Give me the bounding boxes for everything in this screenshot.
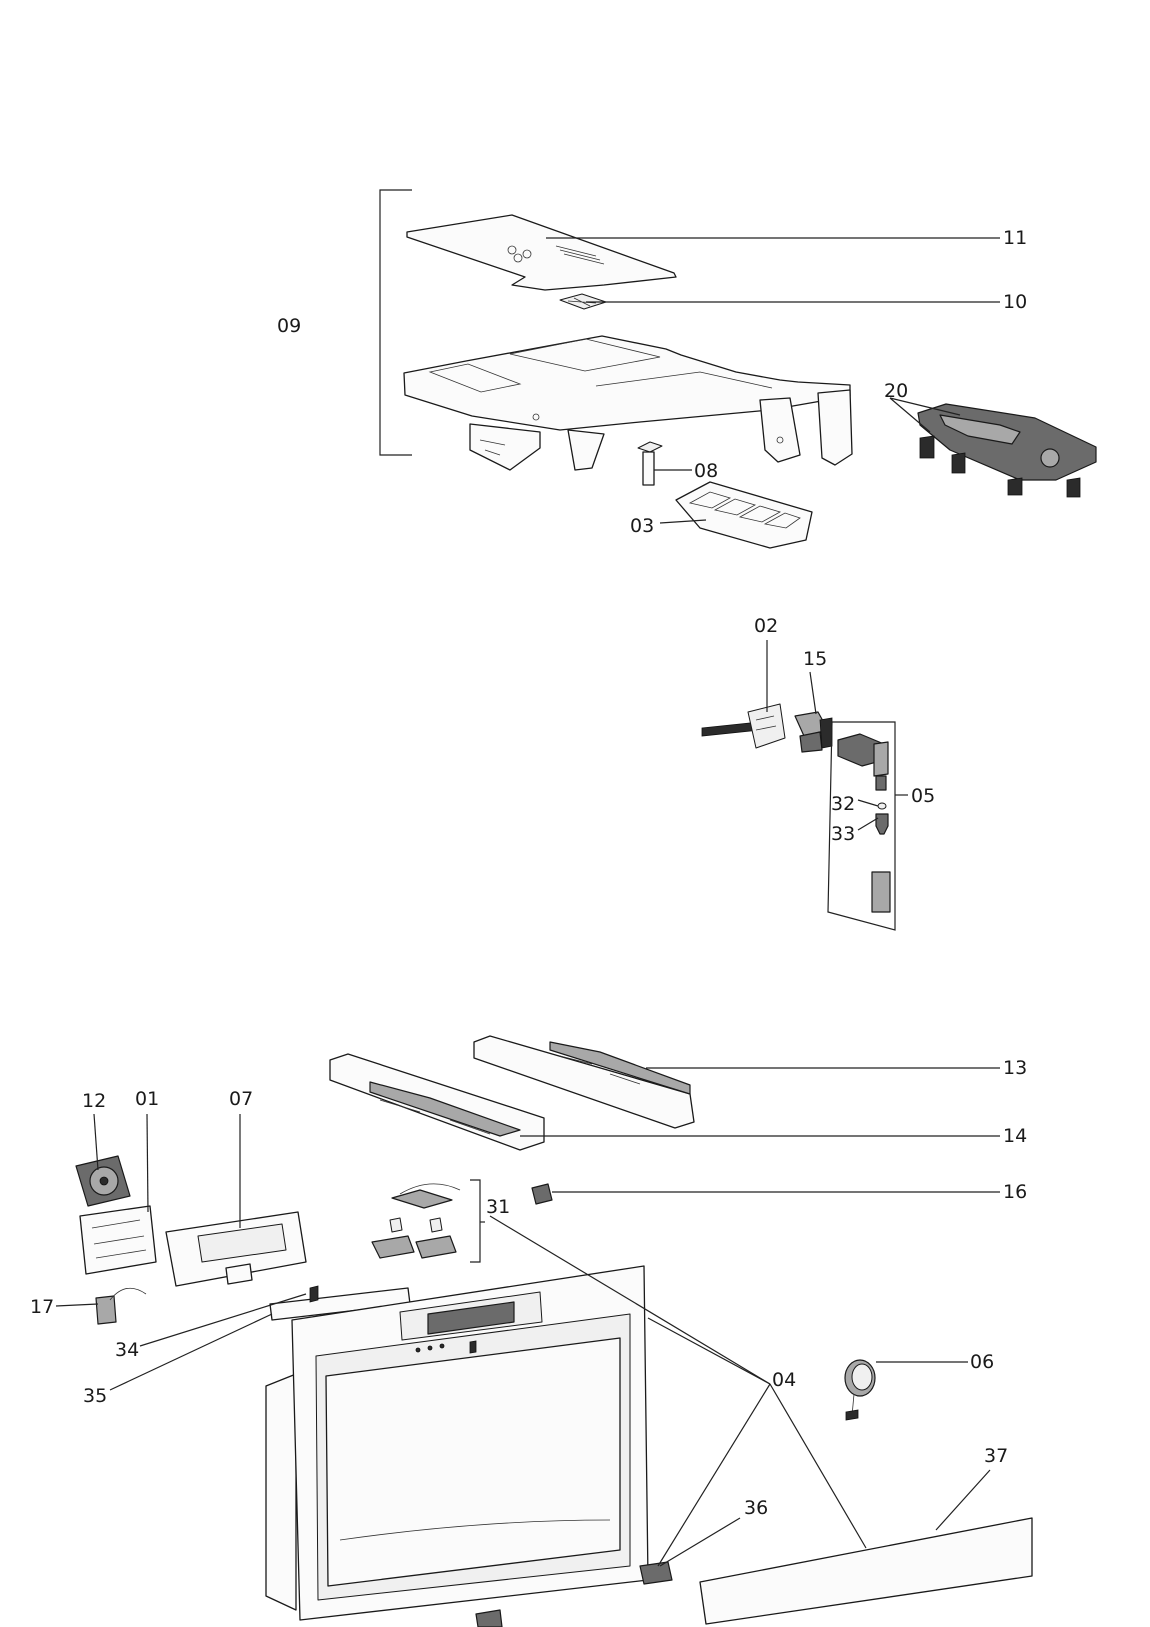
label-09: 09 (277, 315, 301, 337)
part-13-rail (473, 1035, 695, 1129)
leader-04c (657, 1383, 771, 1567)
part-32-ring (877, 802, 887, 810)
part-06-lamp (844, 1359, 876, 1421)
label-04: 04 (772, 1369, 796, 1391)
part-15-connector (794, 711, 833, 753)
leader-04a (489, 1215, 771, 1385)
part-04-door (265, 1265, 649, 1627)
label-34: 34 (115, 1339, 139, 1361)
leader-35 (109, 1313, 273, 1391)
label-15: 15 (803, 648, 827, 670)
part-07-frame (165, 1211, 307, 1287)
label-10: 10 (1003, 291, 1027, 313)
bracket-31 (470, 1179, 481, 1263)
part-36-clip (639, 1561, 673, 1585)
leader-03 (659, 519, 707, 524)
part-20-drip-tray (917, 403, 1097, 498)
leader-12 (93, 1113, 99, 1171)
label-16: 16 (1003, 1181, 1027, 1203)
part-tube (871, 871, 891, 913)
leader-20b (889, 397, 961, 416)
leader-20a (889, 397, 931, 433)
leader-15 (809, 671, 817, 715)
label-36: 36 (744, 1497, 768, 1519)
part-17-switch (95, 1287, 147, 1325)
part-12-fan (75, 1155, 131, 1207)
part-11-cover-plate (406, 214, 677, 291)
bracket-05 (827, 721, 896, 931)
part-37-panel (699, 1517, 1033, 1625)
bracket-09 (379, 189, 412, 456)
label-14: 14 (1003, 1125, 1027, 1147)
label-20: 20 (884, 380, 908, 402)
part-14-rail (329, 1053, 545, 1151)
label-37: 37 (984, 1445, 1008, 1467)
label-17: 17 (30, 1296, 54, 1318)
label-11: 11 (1003, 227, 1027, 249)
leader-37 (935, 1469, 991, 1531)
part-02-board (701, 703, 786, 749)
label-31: 31 (486, 1196, 510, 1218)
leader-32 (857, 799, 879, 807)
part-33-nozzle (875, 813, 889, 835)
part-03-grid (675, 481, 813, 549)
label-08: 08 (694, 460, 718, 482)
part-01-board (79, 1205, 157, 1275)
leader-01 (146, 1113, 149, 1213)
leader-33 (857, 817, 879, 831)
leader-17 (55, 1303, 99, 1307)
leader-04d (769, 1383, 867, 1549)
part-34-clip (309, 1285, 319, 1303)
label-06: 06 (970, 1351, 994, 1373)
label-12: 12 (82, 1090, 106, 1112)
label-33: 33 (831, 823, 855, 845)
middle-assembly: 02 15 05 32 33 (701, 615, 935, 931)
part-08-pin (637, 441, 663, 486)
label-02: 02 (754, 615, 778, 637)
label-05: 05 (911, 785, 935, 807)
label-32: 32 (831, 793, 855, 815)
leader-04b (647, 1317, 771, 1385)
label-03: 03 (630, 515, 654, 537)
label-35: 35 (83, 1385, 107, 1407)
top-assembly: 11 10 09 08 03 20 (277, 189, 1097, 549)
part-16-block (531, 1183, 553, 1205)
part-31-lock (371, 1179, 481, 1263)
lower-assembly: 13 14 16 12 01 07 31 17 34 35 04 06 37 3… (30, 1035, 1033, 1627)
part-09-base-tray (403, 335, 853, 471)
label-01: 01 (135, 1088, 159, 1110)
leader-34 (139, 1293, 307, 1347)
label-13: 13 (1003, 1057, 1027, 1079)
part-05-valve (837, 733, 889, 791)
leader-36 (659, 1517, 741, 1567)
label-07: 07 (229, 1088, 253, 1110)
